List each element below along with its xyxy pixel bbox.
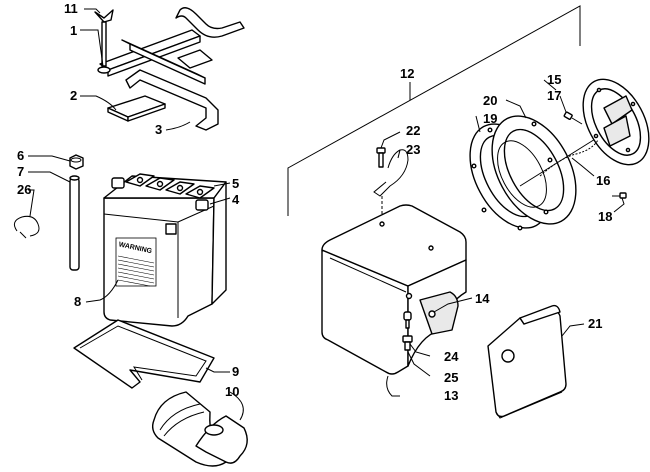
callout-20: 20 [483, 93, 497, 108]
callout-19: 19 [483, 111, 497, 126]
callout-12: 12 [400, 66, 414, 81]
callout-22: 22 [406, 123, 420, 138]
vent-tube [69, 175, 80, 271]
box-screw [376, 147, 386, 168]
hold-down-bolt [94, 9, 114, 74]
battery: WARNING [103, 173, 227, 327]
battery-mat [73, 319, 215, 389]
callout-3: 3 [155, 122, 162, 137]
callout-25: 25 [444, 370, 458, 385]
box-fastener-screw [403, 311, 412, 329]
callout-26: 26 [17, 182, 31, 197]
hold-down-strap [125, 69, 219, 131]
callout-9: 9 [232, 364, 239, 379]
callout-2: 2 [70, 88, 77, 103]
callout-15: 15 [547, 72, 561, 87]
callout-23: 23 [406, 142, 420, 157]
hold-down-bracket [99, 7, 245, 85]
vent-cap [582, 78, 650, 166]
callout-5: 5 [232, 176, 239, 191]
tube-clip [13, 215, 40, 239]
battery-cover [151, 391, 248, 467]
battery-box [321, 204, 467, 375]
terminal-nut [69, 154, 84, 170]
callout-7: 7 [17, 164, 24, 179]
callout-18: 18 [598, 209, 612, 224]
callout-17: 17 [547, 88, 561, 103]
box-fastener-nut [402, 335, 413, 351]
vent-ring [469, 115, 601, 231]
callout-1: 1 [70, 23, 77, 38]
callout-21: 21 [588, 316, 602, 331]
assembly-bracket-line [287, 5, 581, 216]
callout-11: 11 [64, 1, 78, 16]
box-cover [487, 304, 567, 419]
callout-6: 6 [17, 148, 24, 163]
callout-14: 14 [475, 291, 490, 306]
cap-lanyard [539, 139, 599, 177]
battery-pad [107, 95, 166, 122]
callout-labels: 11 1 2 3 6 7 26 5 4 8 9 10 12 22 23 15 1… [17, 1, 612, 403]
callout-13: 13 [444, 388, 458, 403]
ring-screw [612, 192, 627, 199]
cable-clamp [373, 149, 409, 216]
callout-4: 4 [232, 192, 240, 207]
leader-lines [28, 8, 625, 421]
callout-10: 10 [225, 384, 239, 399]
callout-16: 16 [596, 173, 610, 188]
cap-screw [563, 111, 583, 125]
callout-24: 24 [444, 349, 459, 364]
callout-8: 8 [74, 294, 81, 309]
